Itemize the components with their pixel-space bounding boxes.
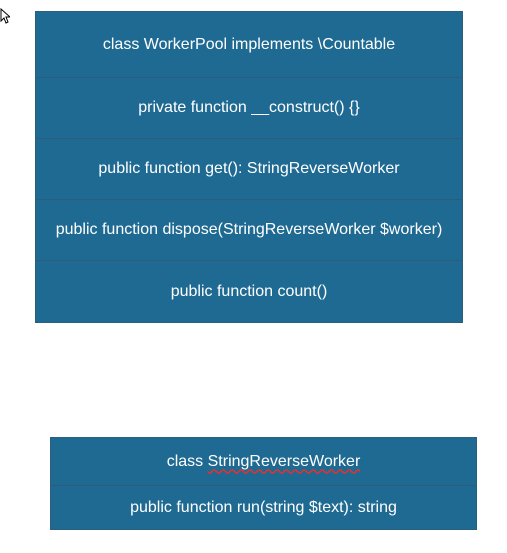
class-member: public function count() (170, 282, 328, 300)
class-title-prefix: class (166, 452, 208, 470)
worker-pool-class-box[interactable]: class WorkerPool implements \Countable p… (35, 11, 463, 323)
class-title-name: StringReverseWorker (207, 452, 361, 470)
class-member: public function run(string $text): strin… (130, 498, 397, 516)
class-member: public function get(): StringReverseWork… (36, 139, 462, 200)
mouse-cursor-icon (0, 8, 10, 24)
class-member: private function __construct() {} (36, 78, 462, 139)
string-reverse-worker-class-box[interactable]: class StringReverseWorker public functio… (50, 437, 477, 530)
class-title: class StringReverseWorker (51, 438, 476, 486)
class-title: class WorkerPool implements \Countable (36, 12, 462, 78)
class-member: public function dispose(StringReverseWor… (36, 200, 462, 261)
